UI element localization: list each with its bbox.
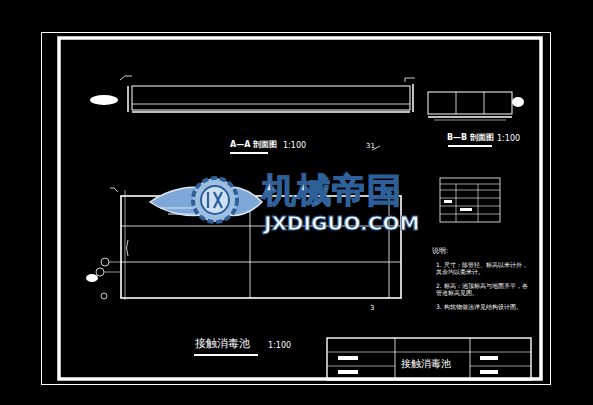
watermark-text: JXDIGUO.COM — [264, 212, 419, 234]
scale-label: 1:100 — [268, 342, 291, 351]
watermark-text: 机械帝国 — [262, 172, 402, 209]
section-title: B—B 剖面图 — [447, 134, 494, 143]
drawing-title: 接触消毒池 — [195, 338, 250, 350]
callout-number: 3 — [370, 305, 374, 313]
notes-heading: 说明: — [432, 248, 448, 256]
note-text: 1. 尺寸：除管径、标高以米计外，其余均以毫米计。 — [436, 262, 528, 275]
scale-label: 1:100 — [283, 142, 306, 151]
section-title: A—A 剖面图 — [230, 141, 277, 150]
note-text: 3. 构筑物做法详见结构设计图。 — [436, 304, 528, 311]
note-text: 2. 标高：池顶标高与地面齐平，各管道标高见图。 — [436, 283, 528, 296]
callout-number: 31 — [366, 143, 375, 151]
cell-text: 接触消毒池 — [401, 358, 451, 369]
title-block-cell: 接触消毒池 — [398, 355, 454, 372]
scale-label: 1:100 — [497, 135, 520, 144]
